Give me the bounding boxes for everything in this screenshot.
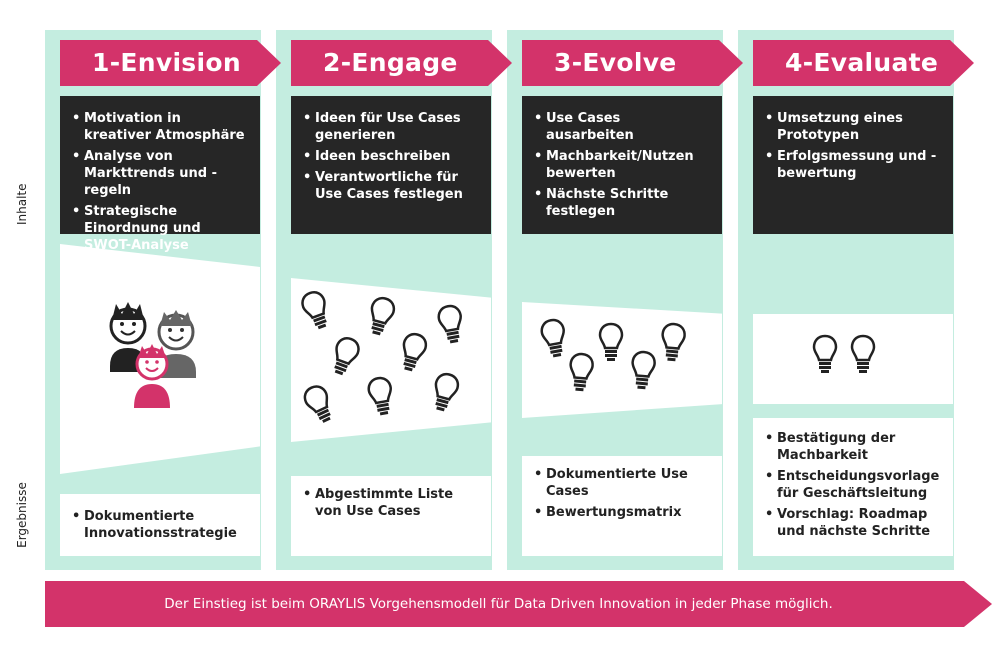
list-item: Analyse von Markttrends und -regeln [70,148,250,199]
inhalte-box-4: Umsetzung eines Prototypen Erfolgsmessun… [753,96,953,234]
illustration-area-4 [753,314,953,404]
lightbulb-icon [850,334,876,373]
lightbulb-icon [434,372,460,412]
row-label-inhalte: Inhalte [15,183,29,225]
list-item: Bestätigung der Machbarkeit [763,430,943,464]
lightbulb-icon [812,334,838,373]
lightbulb-icon [569,352,594,392]
list-item: Vorschlag: Roadmap und nächste Schritte [763,506,943,540]
row-label-ergebnisse: Ergebnisse [15,482,29,548]
lightbulb-icon [334,337,360,376]
lightbulb-icon [437,304,463,344]
footer-banner: Der Einstieg ist beim ORAYLIS Vorgehensm… [45,581,992,627]
phase-title-envision: 1-Envision [60,40,281,86]
people-icon [109,302,196,408]
list-item: Ideen beschreiben [301,148,481,165]
lightbulb-icon [540,318,566,358]
lightbulb-icon [370,296,396,336]
list-item: Machbarkeit/Nutzen bewerten [532,148,712,182]
list-item: Entscheidungsvorlage für Geschäftsleitun… [763,468,943,502]
list-item: Abgestimmte Liste von Use Cases [301,486,481,520]
lightbulb-icon [301,291,327,330]
lightbulb-icon [598,322,624,361]
list-item: Use Cases ausarbeiten [532,110,712,144]
list-item: Umsetzung eines Prototypen [763,110,943,144]
lightbulb-icon [367,376,393,416]
inhalte-box-2: Ideen für Use Cases generieren Ideen bes… [291,96,491,234]
list-item: Nächste Schritte festlegen [532,186,712,220]
list-item: Bewertungsmatrix [532,504,712,521]
ergebnisse-box-3: Dokumentierte Use Cases Bewertungsmatrix [522,456,722,556]
list-item: Ideen für Use Cases generieren [301,110,481,144]
lightbulb-icon [661,322,686,362]
list-item: Dokumentierte Use Cases [532,466,712,500]
list-item: Erfolgsmessung und -bewertung [763,148,943,182]
ergebnisse-box-2: Abgestimmte Liste von Use Cases [291,476,491,556]
inhalte-box-1: Motivation in kreativer Atmosphäre Analy… [60,96,260,253]
lightbulb-icon [303,385,331,423]
person-pink-icon [134,344,170,408]
list-item: Motivation in kreativer Atmosphäre [70,110,250,144]
lightbulb-icon [402,332,428,372]
lightbulb-icon [631,350,656,390]
list-item: Verantwortliche für Use Cases festlegen [301,169,481,203]
person-black-icon [109,302,147,372]
list-item: Strategische Einordnung und SWOT-Analyse [70,203,250,254]
ergebnisse-box-1: Dokumentierte Innovationsstrategie [60,494,260,556]
ergebnisse-box-4: Bestätigung der Machbarkeit Entscheidung… [753,418,953,556]
phase-title-evolve: 3-Evolve [522,40,743,86]
phase-title-evaluate: 4-Evaluate [753,40,974,86]
phase-title-engage: 2-Engage [291,40,512,86]
list-item: Dokumentierte Innovationsstrategie [70,508,250,542]
inhalte-box-3: Use Cases ausarbeiten Machbarkeit/Nutzen… [522,96,722,234]
